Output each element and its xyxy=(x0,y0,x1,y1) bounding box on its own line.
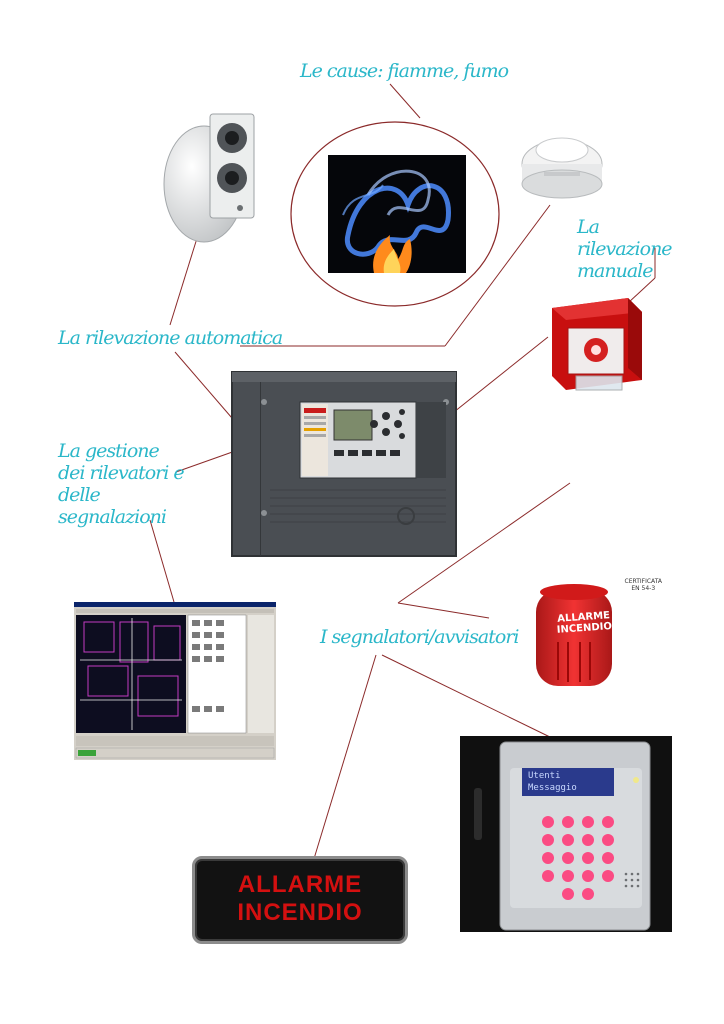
causes-ellipse xyxy=(290,121,500,307)
alarm-sign: ALLARME INCENDIO xyxy=(192,856,408,944)
manual-call-point-image xyxy=(552,298,642,391)
connector-signalers-sign xyxy=(312,654,377,863)
siren-certification-line1: CERTIFICATA xyxy=(624,578,663,585)
connector-automatic-smoke xyxy=(444,204,551,347)
connector-automatic-beam xyxy=(169,234,199,326)
connector-management-software xyxy=(149,519,175,603)
label-manual-detection: La rilevazione manuale xyxy=(577,216,673,282)
connector-signalers-a xyxy=(397,482,571,604)
keypad-display: Utenti Messaggio xyxy=(522,768,614,796)
alarm-siren: ALLARME INCENDIO CERTIFICATA EN 54-3 xyxy=(488,576,666,692)
keypad-image xyxy=(474,741,651,931)
beam-detector-image xyxy=(163,113,255,243)
alarm-sign-line2: INCENDIO xyxy=(237,899,363,926)
smoke-detector-image xyxy=(521,137,603,199)
siren-certification-line2: EN 54-3 xyxy=(631,585,656,592)
connector-management-panel xyxy=(175,449,239,473)
alarm-sign-line1: ALLARME xyxy=(237,871,363,898)
connector-causes xyxy=(389,83,421,119)
label-automatic-detection: La rilevazione automatica xyxy=(58,327,283,349)
alarm-siren-image xyxy=(536,584,612,686)
connector-manual-panel xyxy=(453,336,549,413)
flame-smoke-image xyxy=(328,155,466,273)
management-software-image xyxy=(74,602,276,760)
connector-manual-b xyxy=(627,277,656,304)
label-causes: Le cause: fiamme, fumo xyxy=(300,60,509,82)
connector-signalers-b xyxy=(397,602,490,619)
keypad-display-line1: Utenti xyxy=(528,771,561,781)
connector-automatic-panel xyxy=(174,351,239,426)
label-signalers: I segnalatori/avvisatori xyxy=(320,626,519,648)
keypad-display-line2: Messaggio xyxy=(528,783,577,793)
keypad-photo: Utenti Messaggio xyxy=(460,736,672,932)
fire-control-panel-image xyxy=(231,371,457,557)
label-management: La gestione dei rilevatori e delle segna… xyxy=(58,440,185,528)
connector-signalers-keypad xyxy=(381,654,553,739)
